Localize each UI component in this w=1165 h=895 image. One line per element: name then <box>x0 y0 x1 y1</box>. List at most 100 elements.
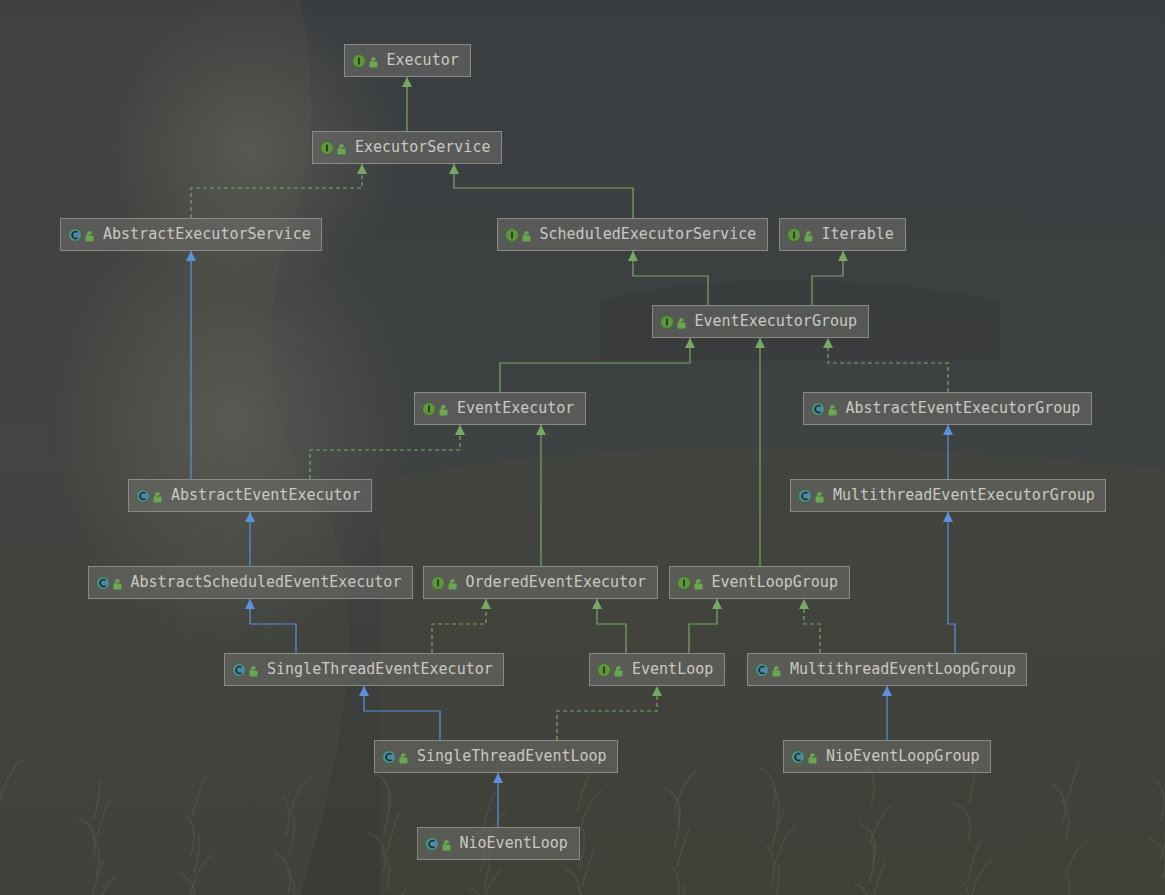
extends-arrow <box>249 512 250 566</box>
interface-extends-arrow <box>759 338 760 566</box>
grass-blade <box>290 775 312 815</box>
interface-extends-arrow <box>406 77 407 131</box>
grass-blade <box>677 827 690 867</box>
type-icon <box>810 401 840 417</box>
extends-arrow <box>948 512 955 653</box>
interface-box: EventLoopGroup <box>669 566 850 599</box>
access-icon <box>695 580 702 590</box>
class-name: EventLoop <box>590 654 723 685</box>
grass-blade <box>954 803 970 843</box>
access-icon <box>338 145 345 155</box>
class-name: EventExecutor <box>415 393 584 424</box>
grass-blade <box>961 881 969 895</box>
access-icon <box>86 232 93 242</box>
extends-arrow <box>497 773 498 827</box>
implements-arrow <box>557 686 657 740</box>
grass-blade <box>189 894 194 895</box>
access-icon <box>773 667 780 677</box>
grass-blade <box>95 875 117 895</box>
implements-arrow <box>191 164 362 218</box>
grass-blade <box>577 772 590 812</box>
grass-blade <box>1067 762 1080 802</box>
grass-blade <box>872 862 885 895</box>
grass-blade <box>1065 840 1087 880</box>
class-name: Executor <box>345 45 469 76</box>
grass-blade <box>94 779 99 819</box>
type-icon <box>421 401 451 417</box>
class-box: MultithreadEventExecutorGroup <box>790 479 1106 512</box>
grass-blade <box>774 864 779 895</box>
grass-blade <box>869 844 874 884</box>
implements-arrow <box>804 599 820 653</box>
class-name: SingleThreadEventExecutor <box>225 654 503 685</box>
type-icon <box>424 836 454 852</box>
interface-extends-arrow <box>689 599 717 653</box>
grass-blade <box>190 855 212 895</box>
interface-extends-arrow <box>633 251 708 305</box>
grass-blade <box>1160 820 1165 860</box>
grass-blade <box>675 770 697 810</box>
class-box: SingleThreadEventExecutor <box>224 653 504 686</box>
interface-box: OrderedEventExecutor <box>423 566 658 599</box>
grass-blade <box>582 847 595 887</box>
class-box: AbstractEventExecutorGroup <box>803 392 1092 425</box>
class-name: OrderedEventExecutor <box>424 567 657 598</box>
grass-blade <box>870 805 892 845</box>
grass-blade <box>564 868 580 895</box>
grass <box>0 760 1165 895</box>
access-icon <box>816 493 823 503</box>
grass-blade <box>79 818 95 858</box>
type-icon <box>504 227 534 243</box>
interface-box: ExecutorService <box>312 131 502 164</box>
extends-arrow <box>190 251 191 479</box>
grass-blade <box>374 773 390 813</box>
grass-blade <box>186 816 194 856</box>
extends-arrow <box>250 599 296 653</box>
grass-blade <box>674 809 679 849</box>
interface-extends-arrow <box>812 251 843 305</box>
type-icon <box>319 140 349 156</box>
grass-blade <box>679 884 684 895</box>
grass-blade <box>580 790 602 830</box>
type-icon <box>95 575 125 591</box>
access-icon <box>449 580 456 590</box>
grass-blade <box>480 870 502 895</box>
extends-arrow <box>886 686 887 740</box>
class-box: AbstractExecutorService <box>60 218 322 251</box>
implements-arrow <box>828 338 948 392</box>
class-box: AbstractEventExecutor <box>128 479 372 512</box>
type-icon <box>790 749 820 765</box>
access-icon <box>678 319 685 329</box>
grass-blade <box>1162 877 1165 895</box>
type-icon <box>430 575 460 591</box>
class-name: MultithreadEventLoopGroup <box>748 654 1026 685</box>
grass-blade <box>772 807 785 847</box>
class-name: AbstractEventExecutor <box>129 480 371 511</box>
access-icon <box>370 58 377 68</box>
type-icon <box>351 53 381 69</box>
class-name: MultithreadEventExecutorGroup <box>791 480 1105 511</box>
type-icon <box>135 488 165 504</box>
implements-arrow <box>310 425 460 479</box>
class-box: MultithreadEventLoopGroup <box>747 653 1027 686</box>
class-name: NioEventLoopGroup <box>784 741 990 772</box>
grass-blade <box>0 760 22 800</box>
grass-blade <box>970 860 992 895</box>
grass-blade <box>192 777 205 817</box>
grass-blade <box>859 823 875 863</box>
access-icon <box>250 667 257 677</box>
type-icon <box>67 227 97 243</box>
class-box: NioEventLoopGroup <box>783 740 991 773</box>
access-icon <box>400 754 407 764</box>
type-icon <box>676 575 706 591</box>
grass-blade <box>194 834 199 874</box>
interface-box: Executor <box>344 44 471 77</box>
interface-extends-arrow <box>597 599 626 653</box>
interface-box: EventExecutorGroup <box>652 305 869 338</box>
interface-box: ScheduledExecutorService <box>497 218 768 251</box>
class-name: AbstractScheduledEventExecutor <box>89 567 412 598</box>
grass-blade <box>775 825 797 865</box>
grass-blade <box>385 890 407 895</box>
grass-blade <box>289 814 294 854</box>
